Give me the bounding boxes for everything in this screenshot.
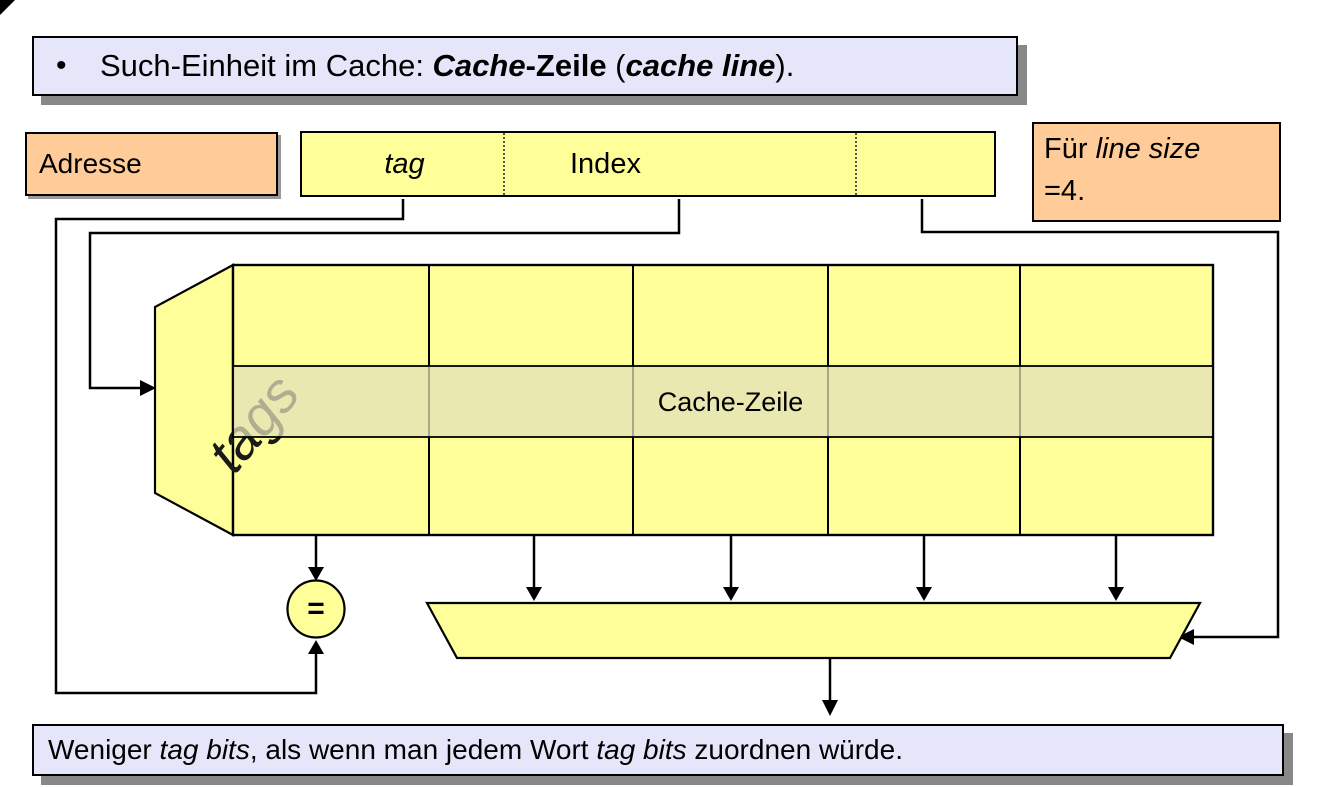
tag-index-divider: [503, 133, 505, 195]
index-field-label: Index: [570, 147, 641, 180]
footer-tagbits-2: tag bits: [596, 734, 687, 765]
index-to-cache-wire: [88, 199, 681, 390]
multiplexer-shape: [425, 601, 1202, 660]
tags-funnel-shape: [153, 263, 235, 537]
footer-part3: zuordnen würde.: [686, 734, 903, 765]
footer-note-box: Weniger tag bits, als wenn man jedem Wor…: [32, 724, 1284, 776]
arrow-into-comparator-top-icon: [308, 567, 324, 581]
footer-tagbits-1: tag bits: [159, 734, 250, 765]
title-close-paren: ).: [775, 48, 795, 83]
index-offset-divider: [855, 133, 857, 195]
line-size-value: =4.: [1044, 175, 1086, 208]
footer-part1: Weniger: [48, 734, 160, 765]
cache-line-row-label: Cache-Zeile: [657, 386, 804, 417]
title-box: • Such-Einheit im Cache: Cache-Zeile (ca…: [32, 36, 1018, 96]
footer-part2: , als wenn man jedem Wort: [249, 734, 597, 765]
bullet-icon: •: [56, 49, 67, 82]
arrow-into-mux-right-icon: [1178, 629, 1194, 645]
offset-to-mux-wire: [920, 199, 1280, 639]
arrow-word1-icon: [526, 587, 542, 601]
tag-field-label: tag: [384, 147, 425, 180]
line-size-note-box: Für line size =4.: [1032, 122, 1281, 222]
comparator-symbol: =: [307, 592, 325, 625]
arrow-word3-icon: [916, 587, 932, 601]
comparator-circle: [286, 579, 346, 639]
footer-text: Weniger tag bits, als wenn man jedem Wor…: [48, 734, 903, 766]
line-size-prefix: Für: [1044, 133, 1096, 165]
cache-line-row-border: [232, 365, 1214, 438]
title-open-paren: (: [606, 48, 626, 83]
address-label: Adresse: [39, 148, 142, 179]
address-label-box: Adresse: [25, 132, 278, 196]
arrow-into-comparator-bottom-icon: [308, 640, 324, 654]
arrow-mux-output-icon: [822, 700, 838, 716]
arrow-word2-icon: [723, 587, 739, 601]
arrowheads: [140, 380, 1194, 716]
title-term-zeile: -Zeile: [525, 48, 607, 83]
title-prefix: Such-Einheit im Cache:: [100, 48, 433, 83]
connector-wires: [54, 199, 1280, 702]
address-field-bar: tag Index: [300, 131, 996, 197]
title-term-cache: Cache: [432, 48, 526, 83]
tag-to-comparator-wire: [54, 199, 405, 695]
title-text: Such-Einheit im Cache: Cache-Zeile (cach…: [100, 48, 794, 84]
arrow-word4-icon: [1108, 587, 1124, 601]
title-term-cache-line: cache line: [625, 48, 776, 83]
arrow-into-funnel-icon: [140, 380, 156, 396]
corner-mark: [0, 0, 15, 15]
cache-line-row-highlight: [233, 366, 1213, 437]
line-size-term: line size: [1095, 133, 1201, 165]
